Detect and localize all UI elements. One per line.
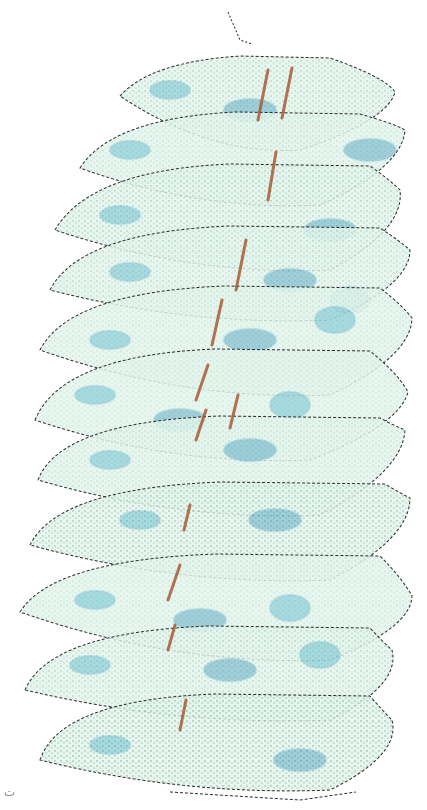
- sheet-layer: [20, 56, 412, 791]
- cell-blob: [150, 81, 190, 99]
- cell-blob: [70, 656, 110, 674]
- cell-blob: [110, 141, 150, 159]
- cell-blob: [344, 139, 396, 161]
- cell-blob: [90, 736, 130, 754]
- cell-blob: [224, 329, 276, 351]
- cell-blob: [90, 451, 130, 469]
- cell-blob: [100, 206, 140, 224]
- cell-blob: [75, 591, 115, 609]
- cell-blob: [249, 509, 301, 531]
- cell-blob: [110, 263, 150, 281]
- cell-blob: [300, 642, 340, 668]
- cell-blob: [75, 386, 115, 404]
- cell-blob: [315, 307, 355, 333]
- cell-blob: [204, 659, 256, 681]
- cell-blob: [274, 749, 326, 771]
- corner-glyph: ت: [4, 784, 18, 800]
- spindle-tip: [228, 12, 252, 44]
- cell-blob: [120, 511, 160, 529]
- cell-blob: [270, 392, 310, 418]
- sheet: [40, 694, 393, 791]
- cell-blob: [270, 595, 310, 621]
- cell-blob: [224, 439, 276, 461]
- cell-blob: [90, 331, 130, 349]
- stack-base: [170, 792, 356, 800]
